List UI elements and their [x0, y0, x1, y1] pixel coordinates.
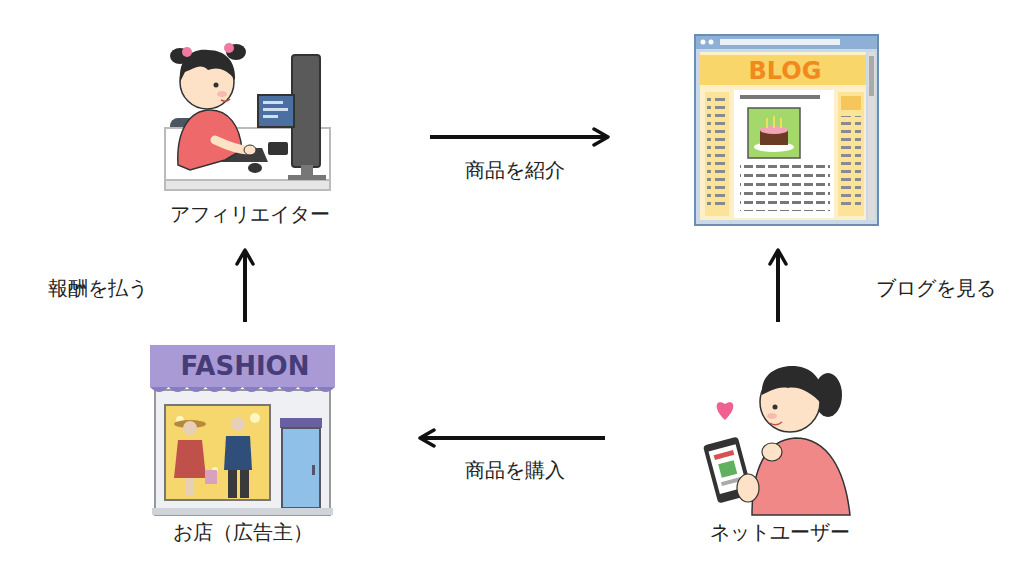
user-illustration-part — [762, 443, 782, 461]
store-illustration-part — [280, 418, 322, 428]
store-sign: FASHION — [150, 351, 340, 382]
store-illustration-part — [231, 417, 245, 431]
store-illustration-part — [224, 436, 252, 470]
user-illustration-part — [752, 438, 850, 515]
blog-illustration-part — [707, 98, 727, 210]
store-illustration-part — [240, 470, 249, 498]
affiliator-illustration-part — [165, 180, 330, 190]
store-illustration-part — [183, 421, 197, 435]
blog-illustration-part — [720, 39, 840, 45]
blog-illustration-part — [868, 52, 875, 220]
user-illustration-part — [770, 422, 782, 425]
affiliator-illustration-part — [182, 47, 192, 57]
blog-illustration-part — [705, 92, 729, 216]
blog-illustration-part — [841, 116, 861, 210]
blog-illustration-part — [841, 96, 861, 110]
store-illustration-part — [312, 465, 315, 475]
blog-illustration-part — [748, 108, 800, 158]
blog-illustration-part — [701, 40, 706, 45]
store-illustration-part — [174, 440, 206, 478]
affiliator-illustration-part — [214, 83, 219, 88]
edge-label: ブログを見る — [872, 275, 1000, 301]
blog-illustration-part — [780, 118, 782, 128]
store-illustration-part — [155, 390, 330, 515]
store-illustration-part — [250, 413, 260, 423]
blog-illustration-part — [869, 56, 874, 96]
flow-arrow — [430, 135, 608, 139]
affiliator-illustration-part — [292, 55, 320, 167]
affiliator-illustration-part — [288, 175, 326, 180]
affiliator-illustration-part — [248, 163, 262, 173]
blog-illustration-part — [696, 36, 877, 49]
flow-arrow — [243, 250, 247, 322]
blog-illustration-part — [734, 90, 834, 218]
blog-heading: BLOG — [700, 57, 870, 86]
user-illustration-part — [773, 405, 778, 410]
affiliator-illustration-part — [224, 43, 234, 53]
store-node: FASHION お店（広告主） — [145, 340, 340, 548]
user-illustration-part — [762, 366, 823, 405]
store-illustration-part — [150, 387, 335, 392]
affiliator-node: アフィリエイター — [160, 30, 340, 228]
user-illustration-part-part — [718, 460, 737, 478]
affiliator-illustration-part — [215, 140, 248, 150]
user-illustration — [703, 366, 850, 515]
store-illustration-part — [165, 405, 270, 500]
user-illustration-part — [737, 474, 759, 502]
affiliator-illustration-part — [258, 95, 294, 127]
store-illustration-part — [228, 470, 237, 498]
edge-label: 商品を紹介 — [461, 157, 569, 183]
blog-illustration-part — [766, 118, 768, 128]
node-caption: ネットユーザー — [690, 520, 870, 544]
node-caption: お店（広告主） — [145, 520, 340, 544]
affiliator-illustration-part — [217, 91, 227, 97]
node-caption: アフィリエイター — [160, 202, 340, 226]
blog-illustration — [695, 35, 878, 225]
flow-arrow — [420, 436, 605, 440]
affiliator-illustration-part — [221, 99, 230, 101]
edge-label: 報酬を払う — [44, 275, 152, 301]
user-node: ネットユーザー — [690, 360, 870, 548]
flow-arrow — [776, 250, 780, 322]
affiliator-illustration-part — [263, 101, 283, 104]
affiliator-illustration — [165, 43, 330, 190]
user-illustration-part-part — [714, 450, 735, 460]
blog-illustration-part — [838, 92, 864, 216]
affiliator-illustration-part — [263, 108, 288, 111]
affiliator-illustration-part — [268, 142, 288, 155]
user-illustration-part — [767, 413, 777, 419]
store-illustration-part — [282, 428, 320, 508]
store-illustration-part — [205, 470, 217, 484]
blog-illustration-part — [740, 95, 820, 99]
blog-illustration-part — [695, 35, 878, 225]
blog-illustration-part — [773, 116, 775, 128]
affiliator-illustration-part — [244, 145, 256, 155]
store-illustration-part — [186, 478, 194, 496]
blog-node: BLOG — [690, 30, 882, 230]
blog-illustration-part — [709, 40, 714, 45]
affiliator-illustration-part — [178, 110, 242, 170]
store-illustration-part — [152, 508, 333, 515]
edge-label: 商品を購入 — [461, 457, 569, 483]
user-illustration-part — [717, 402, 734, 420]
blog-illustration-part — [740, 165, 830, 211]
affiliator-illustration-part — [263, 115, 278, 118]
